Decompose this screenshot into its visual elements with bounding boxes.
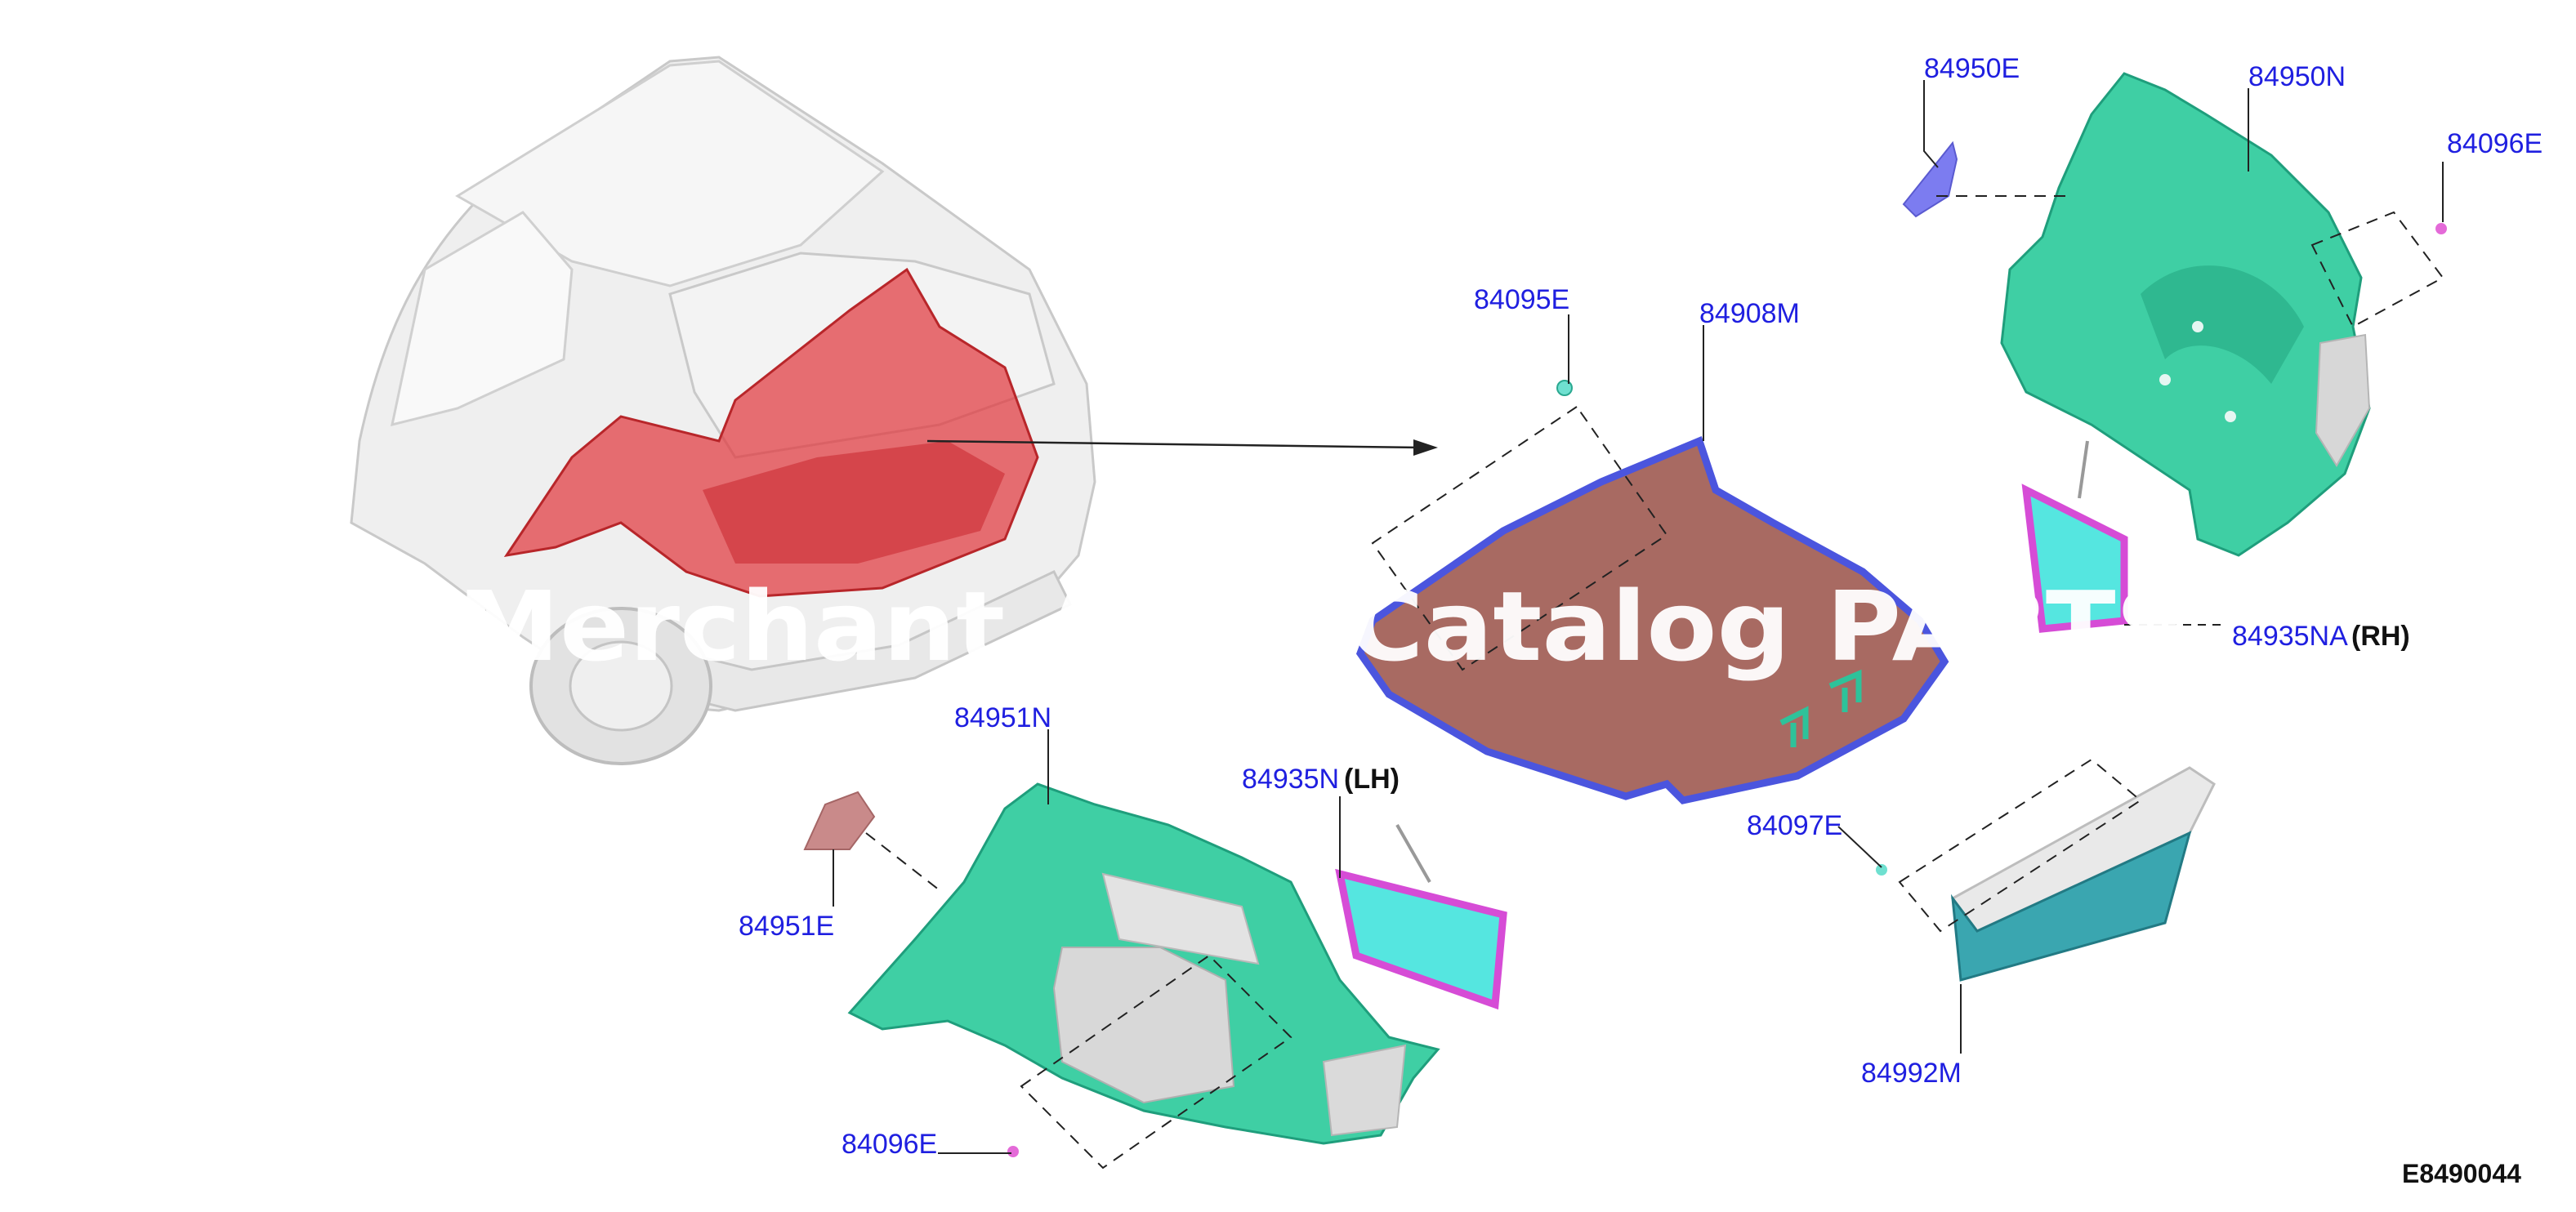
highlighted-cargo-floor	[703, 441, 1005, 564]
callout-leaders	[833, 80, 2444, 1154]
side-label-lh: (LH)	[1344, 764, 1400, 795]
dashed-guide	[2310, 211, 2444, 328]
part-84935NA-rh-insulator	[2021, 440, 2222, 633]
callout-84096E-bottom: 84096E	[842, 1129, 937, 1160]
trim-fastener-hole	[2225, 411, 2236, 422]
dashed-guide	[1371, 405, 1668, 671]
lh-trim-grey-panel-rear	[1322, 1044, 1407, 1137]
callout-84951N: 84951N	[954, 702, 1051, 733]
rh-insulator-pad	[2021, 483, 2128, 633]
floor-hook-icon	[1828, 669, 1862, 712]
part-84950N-rh-quarter-trim	[2000, 72, 2444, 557]
dashed-guide	[865, 832, 940, 891]
side-window	[391, 211, 574, 427]
fastener-84096E-top-icon	[2435, 223, 2447, 234]
part-84950E-bracket	[1902, 140, 2067, 218]
trim-fastener-hole	[2159, 374, 2171, 385]
overview-arrow-head	[1413, 439, 1438, 456]
vehicle-roof	[455, 60, 885, 287]
dashed-guide	[1020, 954, 1292, 1170]
rh-trim-wheelarch	[2141, 265, 2304, 384]
part-84951E-cover	[803, 791, 940, 891]
bracket-84950E-icon	[1902, 140, 1958, 218]
lh-trim-grey-panel	[1052, 947, 1235, 1104]
watermark: Merchant Auto Catalog PARTS	[458, 570, 2190, 683]
vehicle-overview	[350, 56, 1438, 765]
diagram-code: E8490044	[2402, 1159, 2521, 1188]
clip-84097E-icon	[1876, 864, 1887, 876]
part-84951N-lh-quarter-trim	[847, 782, 1440, 1170]
cover-84951E-icon	[803, 791, 876, 850]
side-labels: (RH) (LH)	[1344, 621, 2410, 795]
callout-84992M: 84992M	[1861, 1058, 1962, 1089]
cargo-floor-mat	[1355, 435, 1949, 804]
part-84095E-clip	[1371, 380, 1668, 671]
overview-arrow-line	[926, 439, 1422, 449]
callout-84096E-top: 84096E	[2447, 128, 2543, 159]
callout-84951E: 84951E	[739, 911, 834, 942]
lh-insulator-pad	[1335, 868, 1507, 1010]
floor-hook-icon	[1779, 706, 1809, 747]
trim-fastener-hole	[2192, 321, 2203, 332]
callout-84950E: 84950E	[1924, 53, 2020, 84]
clip-84095E-icon	[1556, 380, 1573, 396]
scuff-plate-face	[1950, 831, 2192, 982]
part-84992M-scuff-plate	[1876, 758, 2216, 982]
callout-84935NA: 84935NA	[2232, 621, 2348, 652]
part-84935N-lh-insulator	[1335, 824, 1507, 1010]
leader-line	[1923, 80, 1939, 168]
callout-labels: 84950E 84950N 84096E 84095E 84908M 84935…	[739, 53, 2543, 1160]
callout-84097E: 84097E	[1747, 810, 1842, 841]
callout-84095E: 84095E	[1474, 284, 1569, 315]
rear-wheel-rim	[569, 640, 673, 732]
insulator-wire	[2078, 440, 2089, 499]
dashed-guide	[1898, 758, 2142, 933]
side-label-rh: (RH)	[2351, 621, 2410, 652]
callout-84935N: 84935N	[1242, 764, 1339, 795]
lh-trim-grey-panel-upper	[1101, 872, 1260, 965]
fastener-84096E-bottom-icon	[1007, 1146, 1019, 1157]
callout-84950N: 84950N	[2248, 61, 2346, 92]
leader-line	[1837, 826, 1882, 868]
callout-84908M: 84908M	[1699, 298, 1800, 329]
insulator-wire	[1395, 824, 1431, 883]
part-84908M-cargo-floor-mat	[1355, 435, 1949, 804]
rh-trim-grey-insert	[2315, 333, 2371, 467]
